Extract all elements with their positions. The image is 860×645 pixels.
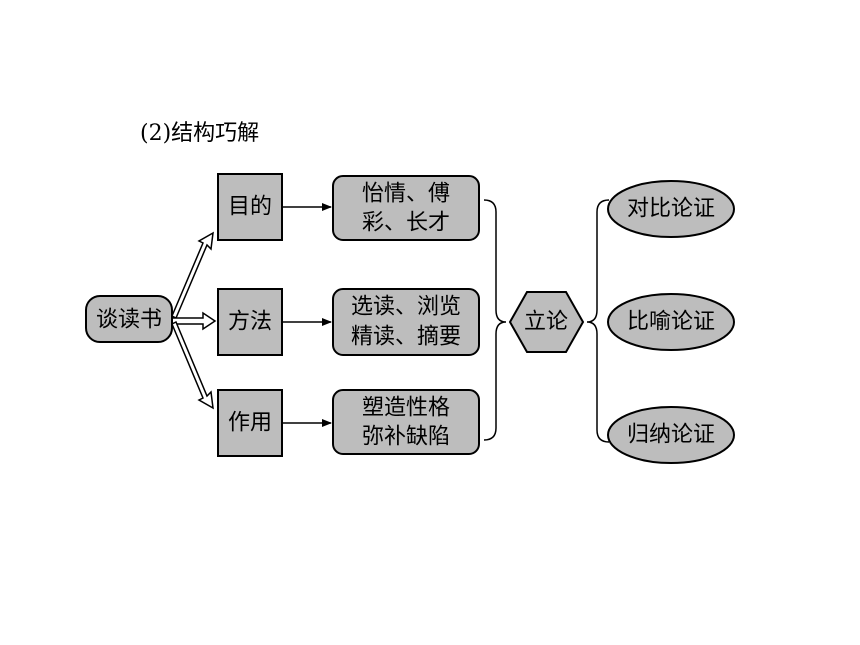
arrow-to-purpose	[171, 231, 214, 320]
center-label: 立论	[524, 310, 568, 335]
arrow-to-effect	[171, 320, 214, 410]
center-hexagon	[508, 291, 585, 353]
detail-line: 精读、摘要	[351, 325, 461, 350]
aspect-label: 方法	[228, 310, 272, 335]
method-node-metaphor: 比喻论证	[607, 293, 735, 351]
method-label: 归纳论证	[627, 423, 715, 448]
details-brace	[483, 199, 507, 441]
method-label: 对比论证	[627, 197, 715, 222]
method-label: 比喻论证	[627, 310, 715, 335]
method-ellipse	[607, 293, 735, 351]
detail-box	[332, 288, 480, 356]
method-ellipse	[607, 406, 735, 464]
diagram-heading: (2)结构巧解	[140, 121, 259, 146]
method-node-induction: 归纳论证	[607, 406, 735, 464]
aspect-label: 目的	[228, 195, 272, 220]
detail-box	[332, 389, 480, 455]
aspect-node-effect: 作用	[217, 389, 283, 457]
detail-line: 彩、长才	[362, 211, 450, 236]
root-node-box	[85, 295, 173, 343]
detail-node-effect: 塑造性格 弥补缺陷	[332, 389, 480, 455]
detail-line: 怡情、傅	[362, 182, 450, 207]
center-node: 立论	[508, 291, 585, 353]
aspect-label: 作用	[228, 411, 272, 436]
root-to-aspect-arrows	[171, 231, 217, 410]
method-ellipse	[607, 180, 735, 238]
detail-line: 选读、浏览	[351, 295, 461, 320]
detail-box	[332, 175, 480, 241]
aspect-to-detail-arrows	[282, 203, 332, 427]
root-node: 谈读书	[85, 295, 173, 343]
aspect-box	[217, 389, 283, 457]
method-node-contrast: 对比论证	[607, 180, 735, 238]
detail-node-method: 选读、浏览 精读、摘要	[332, 288, 480, 356]
detail-line: 弥补缺陷	[362, 425, 450, 450]
aspect-node-method: 方法	[217, 288, 283, 356]
detail-line: 塑造性格	[362, 396, 450, 421]
detail-node-purpose: 怡情、傅 彩、长才	[332, 175, 480, 241]
methods-brace	[586, 199, 610, 443]
aspect-node-purpose: 目的	[217, 173, 283, 241]
root-node-label: 谈读书	[96, 308, 162, 333]
